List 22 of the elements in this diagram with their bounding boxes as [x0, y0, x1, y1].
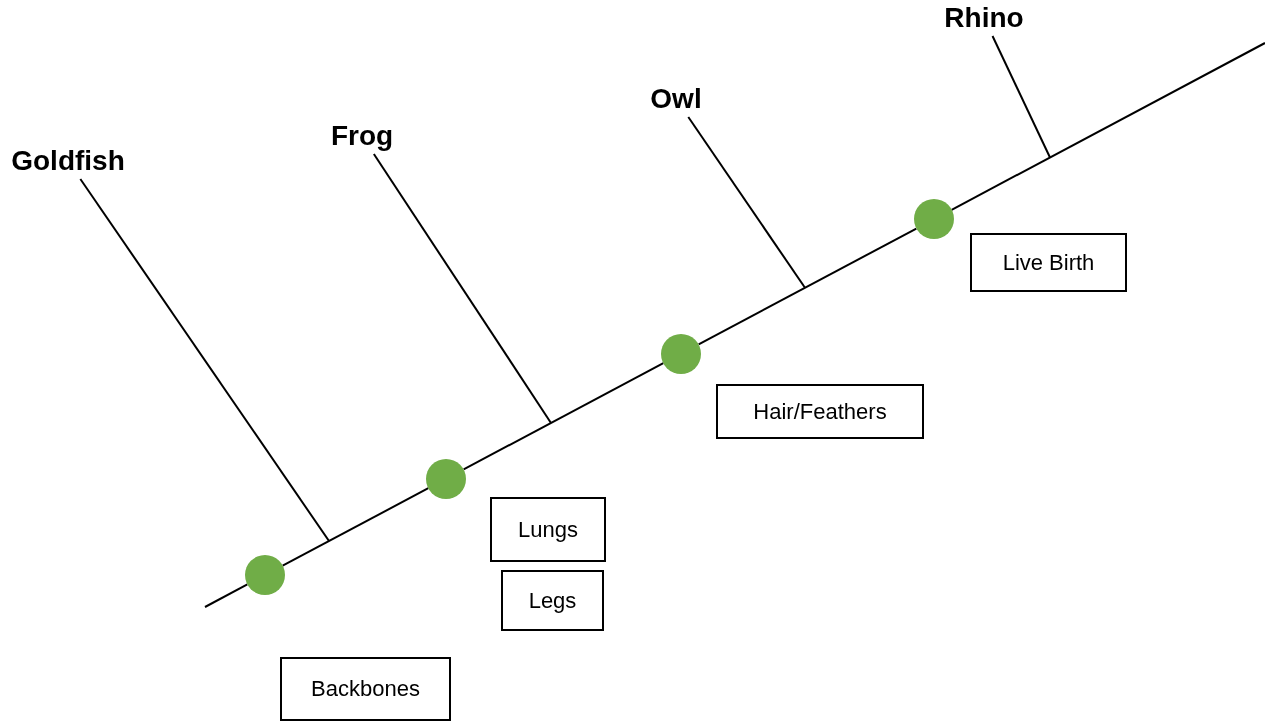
node-dot — [426, 458, 466, 499]
branch-line — [372, 153, 552, 424]
cladogram-line — [697, 227, 918, 346]
trait-box: Backbones — [280, 657, 451, 721]
node-dot — [914, 199, 954, 240]
node-dot — [245, 555, 285, 596]
taxon-label: Owl — [641, 81, 711, 117]
cladogram-line — [281, 487, 430, 567]
branch-line — [991, 35, 1051, 159]
branch-line — [687, 116, 806, 289]
cladogram-line — [462, 362, 665, 471]
taxon-label: Goldfish — [4, 143, 132, 179]
trait-box: Live Birth — [970, 233, 1127, 292]
taxon-label: Rhino — [938, 0, 1030, 36]
cladogram-line — [950, 42, 1265, 211]
branch-line — [79, 178, 330, 543]
taxon-label: Frog — [326, 118, 398, 154]
trait-box: Hair/Feathers — [716, 384, 924, 439]
cladogram-line — [204, 583, 249, 608]
node-dot — [661, 333, 701, 374]
trait-box: Lungs — [490, 497, 606, 562]
trait-box: Legs — [501, 570, 604, 631]
